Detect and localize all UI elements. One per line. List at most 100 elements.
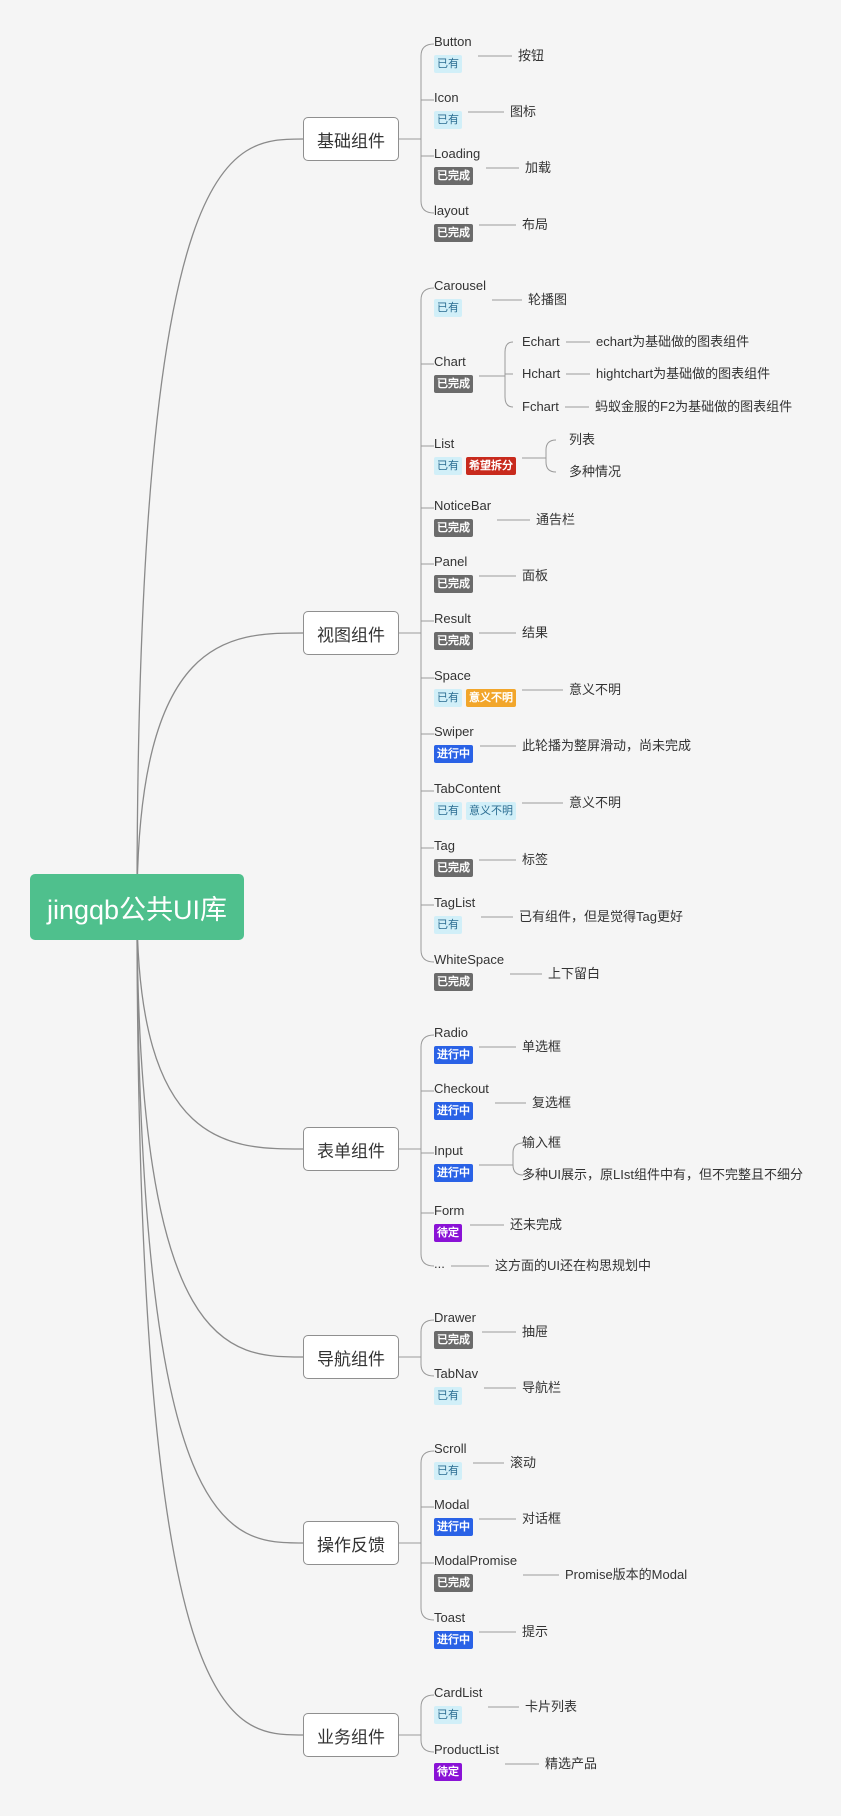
node-description: 已有组件，但是觉得Tag更好 (519, 909, 683, 924)
status-badges: 已完成 (434, 167, 480, 185)
category-node[interactable]: 基础组件 (303, 117, 399, 161)
component-node[interactable]: Carousel 已有 (434, 278, 486, 317)
component-name: layout (434, 203, 469, 218)
status-badge: 已有 (434, 916, 462, 934)
status-badge: 已有 (434, 1462, 462, 1480)
status-badges: 已有 (434, 1462, 467, 1480)
node-description: 意义不明 (569, 795, 622, 810)
component-node[interactable]: Scroll 已有 (434, 1441, 467, 1480)
status-badges: 待定 (434, 1224, 464, 1242)
status-badges: 已有希望拆分 (434, 457, 516, 475)
status-badges: 待定 (434, 1763, 499, 1781)
node-description: 面板 (522, 568, 549, 583)
connector-curve (545, 439, 557, 473)
status-badges: 已完成 (434, 575, 473, 593)
status-badge: 进行中 (434, 1164, 473, 1182)
component-name: NoticeBar (434, 498, 492, 513)
status-badges: 已完成 (434, 632, 473, 650)
status-badges: 进行中 (434, 745, 474, 763)
node-description: 这方面的UI还在构思规划中 (495, 1258, 652, 1273)
node-description: 多种情况 (569, 464, 622, 479)
component-name: Carousel (434, 278, 487, 293)
status-badges: 已有 (434, 299, 486, 317)
status-badges: 已完成 (434, 859, 473, 877)
status-badge: 已完成 (434, 519, 473, 537)
connector-curve (420, 1450, 435, 1621)
status-badge: 已完成 (434, 1331, 473, 1349)
node-description: 加载 (525, 160, 552, 175)
status-badge: 已完成 (434, 632, 473, 650)
component-name: Scroll (434, 1441, 467, 1456)
status-badges: 已有意义不明 (434, 689, 516, 707)
component-name: Tag (434, 838, 455, 853)
component-name: ... (434, 1256, 445, 1271)
node-description: 对话框 (522, 1511, 562, 1526)
component-name: Chart (434, 354, 466, 369)
component-node[interactable]: ... (434, 1256, 445, 1272)
component-name: Modal (434, 1497, 470, 1512)
connector-curve (136, 906, 304, 1150)
component-node[interactable]: NoticeBar 已完成 (434, 498, 491, 537)
connector-curve (420, 1319, 435, 1377)
status-badge: 已完成 (434, 973, 473, 991)
category-node[interactable]: 操作反馈 (303, 1521, 399, 1565)
status-badges: 进行中 (434, 1518, 473, 1536)
component-name: List (434, 436, 455, 451)
node-description: 复选框 (532, 1095, 572, 1110)
node-description: 按钮 (518, 48, 545, 63)
component-name: Icon (434, 90, 459, 105)
status-badge: 希望拆分 (466, 457, 516, 475)
connector-curve (136, 906, 304, 1736)
status-badge: 进行中 (434, 745, 473, 763)
component-node[interactable]: Tag 已完成 (434, 838, 473, 877)
status-badges: 已完成 (434, 973, 504, 991)
node-description: 布局 (522, 217, 549, 232)
status-badge: 已完成 (434, 575, 473, 593)
component-node[interactable]: Checkout 进行中 (434, 1081, 489, 1120)
status-badge: 进行中 (434, 1631, 473, 1649)
component-name: Result (434, 611, 471, 626)
category-node[interactable]: 表单组件 (303, 1127, 399, 1171)
category-node[interactable]: 业务组件 (303, 1713, 399, 1757)
root-node[interactable]: jingqb公共UI库 (30, 874, 244, 940)
status-badges: 已有意义不明 (434, 802, 516, 820)
component-name: Checkout (434, 1081, 489, 1096)
component-node[interactable]: List 已有希望拆分 (434, 436, 516, 475)
node-description: 提示 (522, 1624, 549, 1639)
category-node[interactable]: 导航组件 (303, 1335, 399, 1379)
component-node[interactable]: Panel 已完成 (434, 554, 473, 593)
component-name: Panel (434, 554, 468, 569)
node-description: 卡片列表 (525, 1699, 578, 1714)
component-node[interactable]: Result 已完成 (434, 611, 473, 650)
node-description: Fchart (522, 399, 559, 414)
status-badge: 进行中 (434, 1102, 473, 1120)
status-badges: 已有 (434, 1387, 478, 1405)
status-badge: 已有 (434, 457, 462, 475)
connector-curve (504, 341, 514, 408)
category-node[interactable]: 视图组件 (303, 611, 399, 655)
status-badge: 进行中 (434, 1046, 473, 1064)
status-badges: 进行中 (434, 1164, 473, 1182)
status-badge: 待定 (434, 1763, 462, 1781)
component-node[interactable]: Modal 进行中 (434, 1497, 473, 1536)
node-description: 滚动 (510, 1455, 537, 1470)
